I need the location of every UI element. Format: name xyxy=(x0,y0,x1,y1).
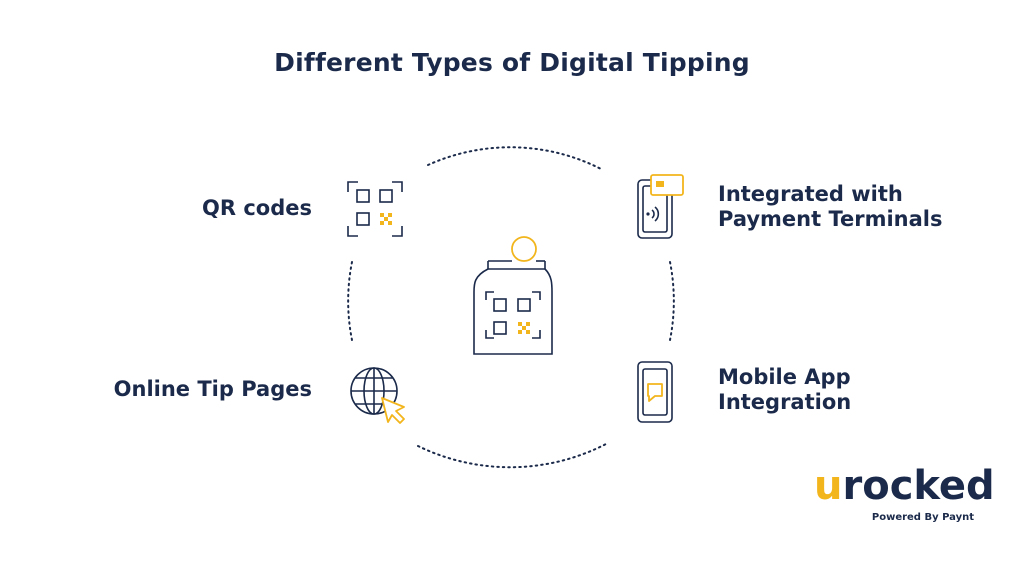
label-payment-terminals: Integrated with Payment Terminals xyxy=(718,182,943,232)
globe-cursor-icon xyxy=(350,367,405,424)
label-payment-terminals-line2: Payment Terminals xyxy=(718,207,943,231)
label-online-tip-pages: Online Tip Pages xyxy=(114,377,312,402)
dotted-arc-left xyxy=(347,261,353,341)
label-online-tip-pages-text: Online Tip Pages xyxy=(113,377,312,401)
label-qr-codes: QR codes xyxy=(202,196,312,221)
label-qr-codes-text: QR codes xyxy=(202,196,312,220)
label-payment-terminals-line1: Integrated with xyxy=(718,182,903,206)
qr-code-icon xyxy=(347,181,403,237)
logo-u: u xyxy=(814,463,843,509)
label-mobile-app-line1: Mobile App xyxy=(718,365,851,389)
payment-terminal-icon xyxy=(637,174,684,239)
dotted-arc-bottom xyxy=(417,443,607,469)
page-title: Different Types of Digital Tipping xyxy=(274,48,750,77)
dotted-arc-top xyxy=(427,146,604,171)
label-mobile-app-line2: Integration xyxy=(718,390,852,414)
label-mobile-app: Mobile App Integration xyxy=(718,365,851,415)
logo-tagline: Powered By Paynt xyxy=(871,512,974,523)
logo-rocked: rocked xyxy=(842,463,995,509)
mobile-phone-icon xyxy=(637,361,673,423)
dotted-arc-right xyxy=(669,261,675,341)
tip-jar-qr-icon xyxy=(473,236,553,355)
urocked-logo: urocked xyxy=(814,462,995,510)
